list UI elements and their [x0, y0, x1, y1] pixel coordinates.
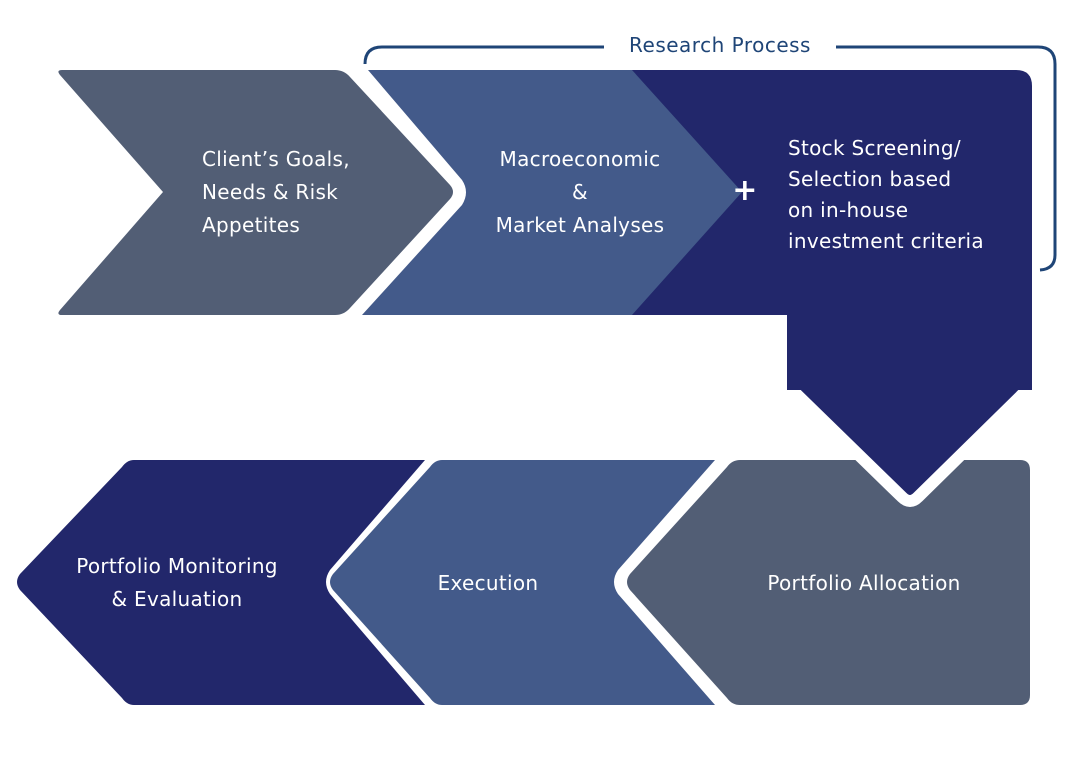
svg-text:&: & [572, 180, 588, 204]
arrow-down-connector [782, 380, 1037, 507]
step-portfolio-monitoring-shape [17, 460, 425, 705]
step-portfolio-monitoring-label: Portfolio Monitoring & Evaluation [76, 554, 278, 611]
svg-text:Macroeconomic: Macroeconomic [500, 147, 661, 171]
svg-text:on in-house: on in-house [788, 198, 908, 222]
svg-text:Appetites: Appetites [202, 213, 300, 237]
svg-text:Needs & Risk: Needs & Risk [202, 180, 338, 204]
svg-text:Client’s Goals,: Client’s Goals, [202, 147, 350, 171]
svg-text:Portfolio Monitoring: Portfolio Monitoring [76, 554, 278, 578]
step-macro-analyses-shape [362, 70, 742, 315]
arrow-stem [787, 300, 1032, 390]
svg-text:Stock Screening/: Stock Screening/ [788, 136, 961, 160]
step-macro-analyses-label: Macroeconomic & Market Analyses [496, 147, 665, 237]
step-execution-label: Execution [438, 571, 539, 595]
svg-text:& Evaluation: & Evaluation [111, 587, 242, 611]
step-client-goals-label: Client’s Goals, Needs & Risk Appetites [202, 147, 350, 237]
research-process-bracket [363, 45, 1057, 272]
svg-text:Market Analyses: Market Analyses [496, 213, 665, 237]
step-client-goals-shape [58, 70, 454, 315]
svg-text:Selection based: Selection based [788, 167, 951, 191]
research-process-label: Research Process [629, 33, 811, 57]
step-execution-shape [330, 460, 715, 705]
plus-icon: + [732, 173, 757, 208]
step-portfolio-allocation-shape [627, 460, 1030, 705]
step-stock-screening-label: Stock Screening/ Selection based on in-h… [788, 136, 984, 253]
step-portfolio-allocation-label: Portfolio Allocation [767, 571, 960, 595]
svg-text:investment criteria: investment criteria [788, 229, 984, 253]
